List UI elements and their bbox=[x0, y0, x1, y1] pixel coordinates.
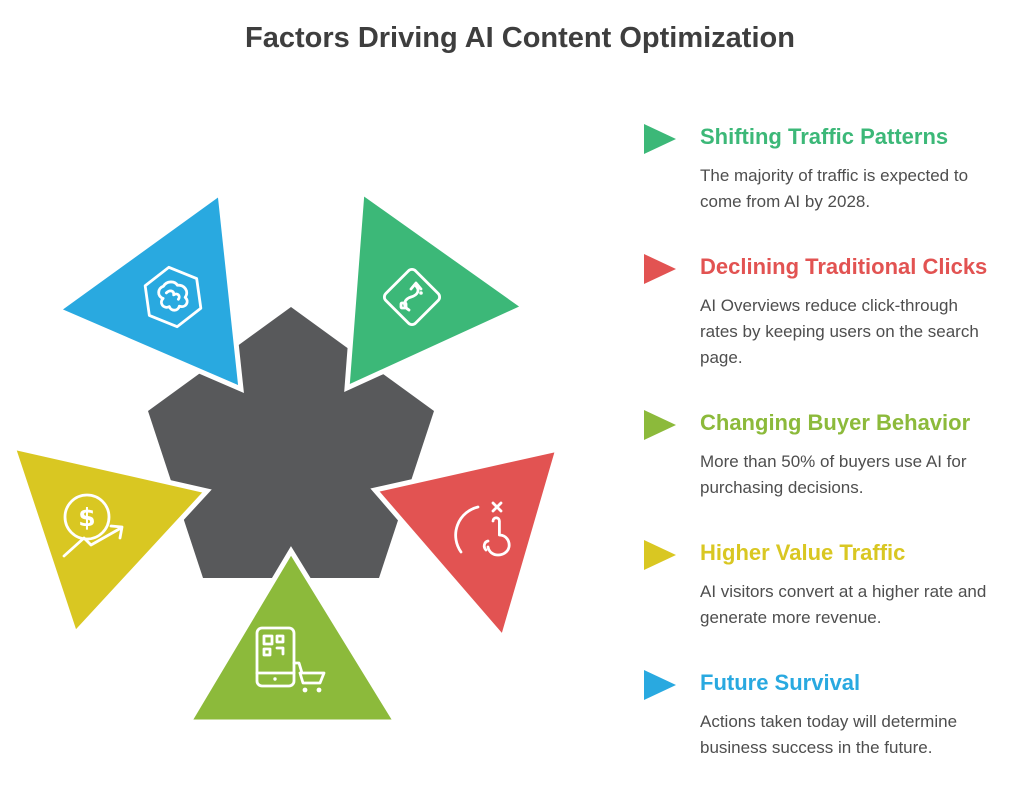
arrow-right-icon bbox=[644, 124, 676, 154]
triangle-shifting-traffic-patterns bbox=[344, 187, 529, 393]
legend-item-declining-traditional-clicks: Declining Traditional Clicks AI Overview… bbox=[644, 253, 1000, 371]
triangle-changing-buyer-behavior bbox=[184, 546, 401, 725]
legend-item-title: Changing Buyer Behavior bbox=[700, 410, 971, 435]
pentagon-diagram: $ bbox=[9, 187, 562, 725]
legend-item-title: Future Survival bbox=[700, 670, 861, 695]
legend-item-title: Declining Traditional Clicks bbox=[700, 254, 988, 279]
triangle-declining-traditional-clicks bbox=[370, 445, 562, 644]
legend-item-description: More than 50% of buyers use AI for purch… bbox=[700, 452, 967, 497]
arrow-right-icon bbox=[644, 670, 676, 700]
arrow-right-icon bbox=[644, 254, 676, 284]
ai-brain-icon bbox=[143, 265, 203, 329]
legend-item-title: Higher Value Traffic bbox=[700, 540, 906, 565]
mobile-shopping-icon bbox=[255, 626, 326, 693]
legend-item-description: AI Overviews reduce click-through rates … bbox=[700, 296, 979, 367]
route-sign-icon bbox=[382, 267, 442, 327]
triangle-higher-value-traffic: $ bbox=[9, 443, 212, 639]
dollar-sign: $ bbox=[78, 503, 95, 532]
arrow-right-icon bbox=[644, 540, 676, 570]
legend-item-higher-value-traffic: Higher Value Traffic AI visitors convert… bbox=[644, 539, 1000, 631]
legend-item-title: Shifting Traffic Patterns bbox=[700, 124, 949, 149]
legend-item-description: Actions taken today will determine busin… bbox=[700, 712, 958, 757]
revenue-growth-icon: $ bbox=[62, 493, 124, 558]
triangle-future-survival bbox=[52, 188, 244, 393]
legend-item-changing-buyer-behavior: Changing Buyer Behavior More than 50% of… bbox=[644, 409, 1000, 501]
legend: Shifting Traffic Patterns The majority o… bbox=[644, 123, 1000, 761]
legend-item-description: The majority of traffic is expected to c… bbox=[700, 166, 969, 211]
legend-item-shifting-traffic-patterns: Shifting Traffic Patterns The majority o… bbox=[644, 123, 1000, 215]
legend-item-description: AI visitors convert at a higher rate and… bbox=[700, 582, 987, 627]
page-title: Factors Driving AI Content Optimization bbox=[245, 22, 795, 54]
click-blocked-icon bbox=[454, 501, 511, 557]
legend-item-future-survival: Future Survival Actions taken today will… bbox=[644, 669, 1000, 761]
arrow-right-icon bbox=[644, 410, 676, 440]
